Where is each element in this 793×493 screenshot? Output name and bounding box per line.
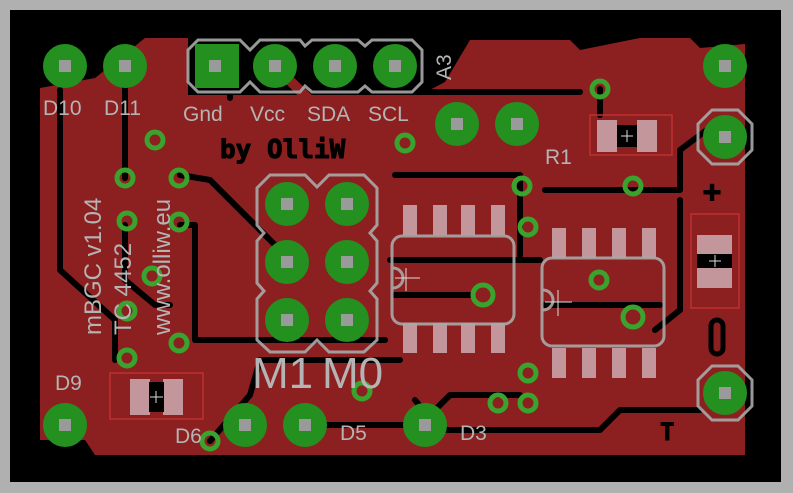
ic2-footprint xyxy=(540,228,666,378)
label-scl: SCL xyxy=(368,103,409,126)
pad-d10 xyxy=(43,44,87,88)
label-r1: R1 xyxy=(545,146,572,169)
plus-symbol: + xyxy=(703,175,721,210)
pad-m-4 xyxy=(325,240,369,284)
label-vcc: Vcc xyxy=(250,103,285,126)
pad-d11 xyxy=(103,44,147,88)
pad-gnd xyxy=(195,44,239,88)
right-top-pad-outline xyxy=(696,108,754,166)
connector-2x3-outline xyxy=(255,173,379,354)
label-d9: D9 xyxy=(55,372,82,395)
pad-d5 xyxy=(283,403,327,447)
pad-m-2 xyxy=(325,182,369,226)
silkscreen-labels: D10 D11 Gnd Vcc SDA SCL A3 R1 mBGC v1.04… xyxy=(43,54,572,448)
pad-d6 xyxy=(223,403,267,447)
pad-a xyxy=(435,102,479,146)
author-text: by OlliW xyxy=(220,135,346,165)
right-bottom-pad-outline xyxy=(696,364,754,422)
label-url: www.olliw.eu xyxy=(149,199,176,336)
pad-sda xyxy=(313,44,357,88)
pad-plus xyxy=(703,115,747,159)
label-d6: D6 xyxy=(175,425,202,448)
pad-minus xyxy=(703,371,747,415)
label-version: mBGC v1.04 xyxy=(80,198,107,335)
label-d10: D10 xyxy=(43,97,82,120)
label-d5: D5 xyxy=(340,422,367,445)
label-sda: SDA xyxy=(307,103,350,126)
r1-footprint xyxy=(589,114,673,156)
t-symbol: T xyxy=(660,418,674,446)
header-outline xyxy=(186,38,424,94)
d9-smd-footprint xyxy=(109,372,204,420)
label-chip: TC 4452 xyxy=(110,243,137,335)
pad-scl xyxy=(373,44,417,88)
ic1-footprint xyxy=(390,205,516,353)
pad-top-right xyxy=(703,44,747,88)
pad-vcc xyxy=(253,44,297,88)
label-m1: M1 xyxy=(252,349,313,398)
pad-d9 xyxy=(43,403,87,447)
oval-mark xyxy=(708,317,726,357)
right-smd-footprint xyxy=(690,213,740,309)
label-a3: A3 xyxy=(433,54,456,80)
vias xyxy=(114,78,646,452)
pad-b xyxy=(495,102,539,146)
through-hole-pads xyxy=(43,44,747,447)
pad-m0 xyxy=(325,298,369,342)
label-d3: D3 xyxy=(460,422,487,445)
label-gnd: Gnd xyxy=(183,103,223,126)
pad-m-1 xyxy=(265,182,309,226)
pad-m1 xyxy=(265,298,309,342)
label-d11: D11 xyxy=(104,97,141,120)
label-m0: M0 xyxy=(322,349,383,398)
pad-d3 xyxy=(403,403,447,447)
pad-m-3 xyxy=(265,240,309,284)
